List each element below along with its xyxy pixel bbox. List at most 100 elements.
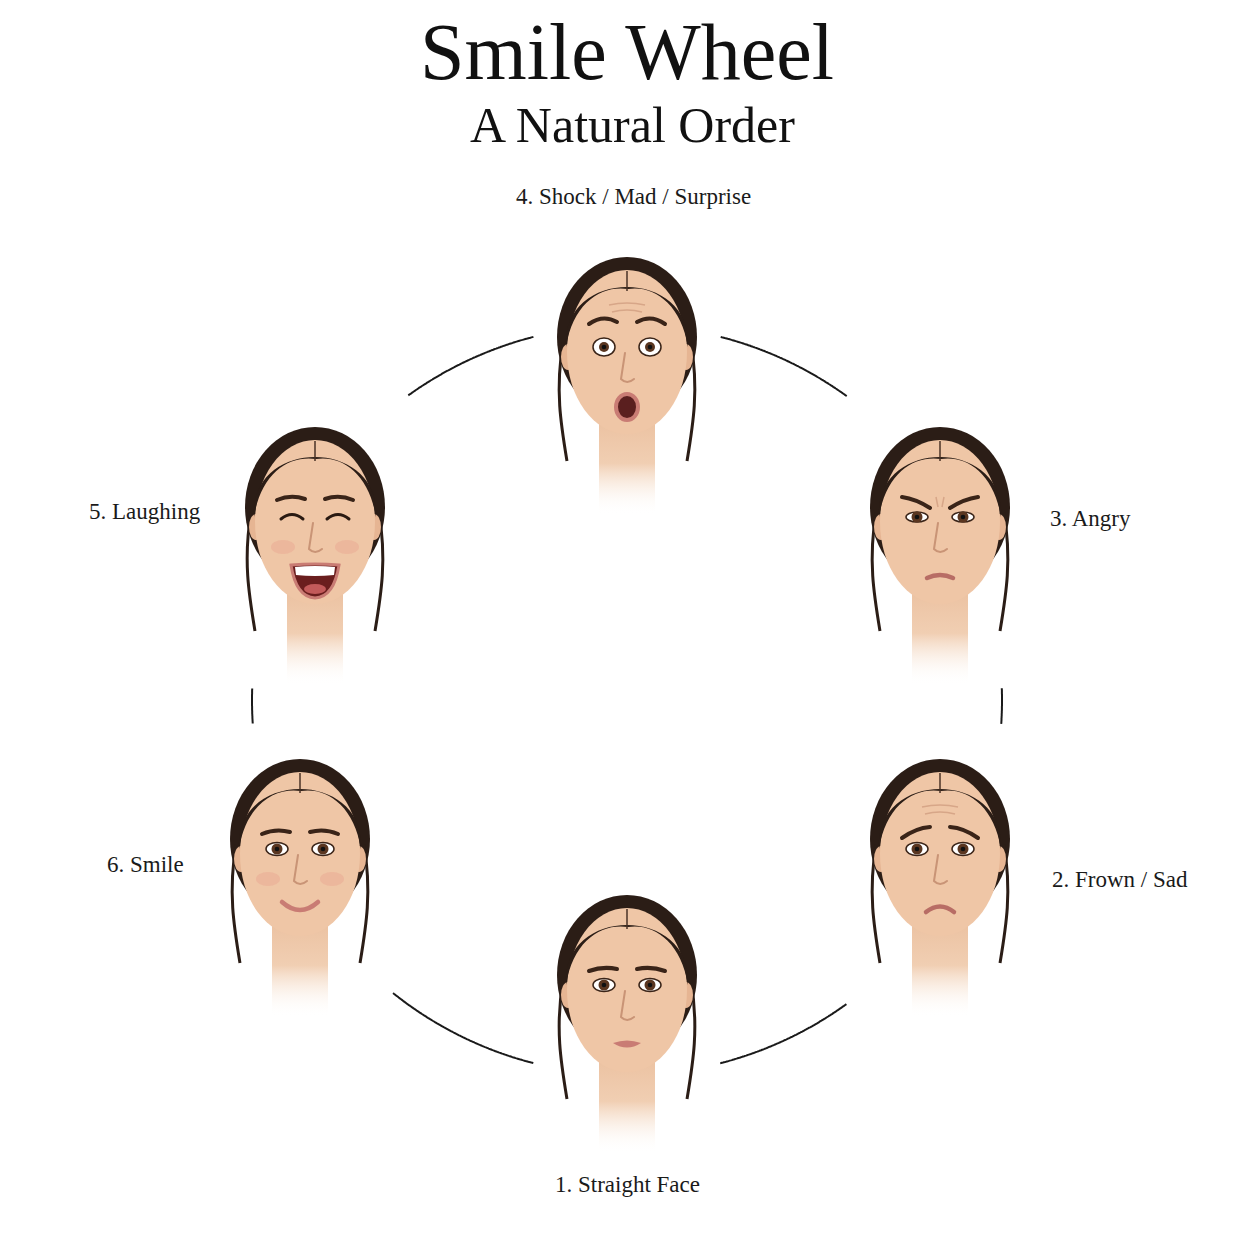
title: Smile Wheel <box>420 12 834 92</box>
mouth <box>927 575 953 578</box>
forehead-line <box>612 310 642 312</box>
head <box>255 440 375 604</box>
teeth <box>295 566 335 576</box>
hair-part <box>939 773 941 793</box>
cheek <box>271 540 295 554</box>
face-label: 4. Shock / Mad / Surprise <box>516 183 751 211</box>
subtitle: A Natural Order <box>470 100 795 150</box>
hair-part <box>314 441 316 461</box>
eye-white <box>593 979 615 992</box>
iris <box>599 342 609 352</box>
iris <box>599 980 610 991</box>
face-node: 4. Shock / Mad / Surprise <box>537 225 717 515</box>
nose <box>934 523 947 552</box>
iris <box>912 844 923 855</box>
eye-white <box>906 843 928 856</box>
wheel-arc <box>408 337 533 395</box>
eyebrow <box>950 497 978 508</box>
face-label: 2. Frown / Sad <box>1052 866 1187 894</box>
nose <box>621 991 634 1020</box>
iris <box>912 512 923 523</box>
nose <box>621 353 634 382</box>
eye-white <box>952 843 974 856</box>
hair-part <box>626 909 628 929</box>
cheek <box>256 872 280 886</box>
mouth <box>926 907 954 913</box>
eyebrow <box>325 497 353 500</box>
pupil <box>648 345 653 350</box>
wheel-arc <box>251 689 254 724</box>
pupil <box>961 847 966 852</box>
eye-white <box>952 512 974 522</box>
face-illustration <box>537 863 717 1153</box>
head <box>240 772 360 936</box>
face-illustration <box>850 395 1030 685</box>
eyebrow <box>277 497 305 500</box>
face-illustration <box>210 727 390 1017</box>
hair-part <box>299 773 301 793</box>
face-node: 1. Straight Face <box>537 863 717 1153</box>
head <box>567 908 687 1072</box>
face-illustration <box>850 727 1030 1017</box>
mouth <box>616 394 638 420</box>
hair-front <box>566 925 688 985</box>
nose <box>294 855 307 884</box>
wheel-arc <box>393 993 533 1063</box>
hair-front <box>254 457 376 517</box>
nose <box>309 523 322 552</box>
iris <box>958 512 969 523</box>
face-label: 5. Laughing <box>89 498 200 526</box>
eyebrow <box>310 830 338 834</box>
forehead-line <box>925 812 955 814</box>
hair-front <box>239 789 361 849</box>
pupil <box>915 847 920 852</box>
eyebrow <box>902 497 930 508</box>
eye-closed <box>281 515 303 520</box>
forehead-line <box>609 303 645 305</box>
pupil <box>915 515 920 520</box>
mouth <box>613 1041 641 1048</box>
pupil <box>275 847 280 852</box>
face-illustration <box>537 225 717 515</box>
iris <box>645 980 656 991</box>
cheek <box>320 872 344 886</box>
hair-front <box>879 789 1001 849</box>
iris <box>645 342 655 352</box>
hair-part <box>939 441 941 461</box>
hair-front <box>879 457 1001 517</box>
pupil <box>961 515 966 520</box>
eye-white <box>266 843 288 856</box>
frown-line <box>936 497 944 507</box>
mouth <box>291 564 339 598</box>
pupil <box>648 983 653 988</box>
forehead-line <box>922 805 958 807</box>
eye-white <box>906 512 928 522</box>
eyebrow <box>637 968 665 971</box>
face-node: 2. Frown / Sad <box>850 727 1030 1017</box>
head <box>880 772 1000 936</box>
eye-closed <box>327 515 349 520</box>
head <box>880 440 1000 604</box>
pupil <box>602 983 607 988</box>
eyebrow <box>902 827 930 838</box>
pupil <box>321 847 326 852</box>
wheel-arc <box>721 337 847 396</box>
eyebrow <box>589 318 617 324</box>
eyebrow <box>950 827 978 838</box>
eye-white <box>639 979 661 992</box>
face-node: 3. Angry <box>850 395 1030 685</box>
mouth <box>282 902 318 910</box>
face-illustration <box>225 395 405 685</box>
iris <box>272 844 283 855</box>
nose <box>934 855 947 884</box>
eye-white <box>312 843 334 856</box>
face-label: 6. Smile <box>107 851 184 879</box>
face-node: 6. Smile <box>210 727 390 1017</box>
iris <box>318 844 329 855</box>
eye-white <box>639 338 661 356</box>
face-label: 1. Straight Face <box>555 1171 700 1199</box>
pupil <box>602 345 607 350</box>
cheek <box>335 540 359 554</box>
eyebrow <box>637 318 665 324</box>
hair-part <box>626 271 628 291</box>
